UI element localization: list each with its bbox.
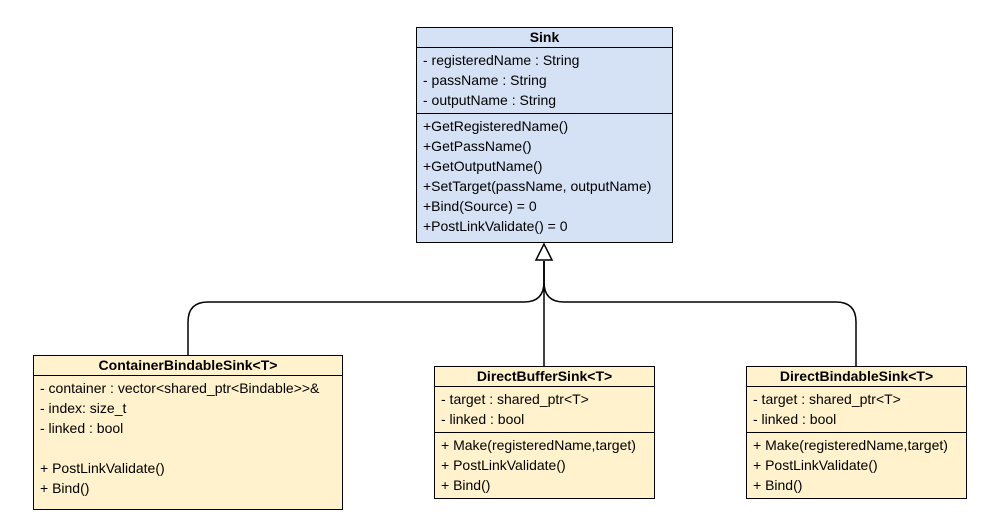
inheritance-line-bindable (543, 261, 857, 366)
attribute: - linked : bool (441, 411, 525, 427)
inheritance-arrowhead (534, 242, 554, 261)
class-title: Sink (417, 28, 672, 48)
attribute-list: - target : shared_ptr<T> - linked : bool (747, 387, 966, 432)
attribute: - target : shared_ptr<T> (441, 391, 589, 407)
class-direct-buffer-sink[interactable]: DirectBufferSink<T> - target : shared_pt… (434, 366, 655, 499)
method: + Make(registeredName,target) (441, 437, 636, 453)
method: + PostLinkValidate() (753, 457, 878, 473)
class-title: DirectBufferSink<T> (435, 367, 654, 387)
method: + PostLinkValidate() (40, 460, 165, 476)
class-direct-bindable-sink[interactable]: DirectBindableSink<T> - target : shared_… (746, 366, 967, 499)
inheritance-line-container (187, 261, 545, 356)
class-title: DirectBindableSink<T> (747, 367, 966, 387)
method: +GetPassName() (423, 138, 532, 154)
method: +GetOutputName() (423, 158, 543, 174)
method: + PostLinkValidate() (441, 457, 566, 473)
method-list: + Make(registeredName,target) + PostLink… (747, 432, 966, 498)
method: +Bind(Source) = 0 (423, 198, 537, 214)
class-sink[interactable]: Sink - registeredName : String - passNam… (416, 27, 673, 243)
method-list: + Make(registeredName,target) + PostLink… (435, 432, 654, 498)
blank-line (40, 438, 336, 458)
attribute: - linked : bool (753, 411, 837, 427)
attribute: - registeredName : String (423, 52, 580, 68)
method: +PostLinkValidate() = 0 (423, 218, 568, 234)
attribute: - container : vector<shared_ptr<Bindable… (40, 380, 320, 396)
attribute: - passName : String (423, 72, 547, 88)
class-title: ContainerBindableSink<T> (34, 356, 342, 376)
attribute-list: - container : vector<shared_ptr<Bindable… (34, 376, 342, 501)
attribute: - linked : bool (40, 420, 124, 436)
attribute: - index: size_t (40, 400, 127, 416)
method: +GetRegisteredName() (423, 118, 569, 134)
method: + Bind() (40, 480, 90, 496)
method: + Bind() (753, 477, 803, 493)
method: + Make(registeredName,target) (753, 437, 948, 453)
attribute-list: - target : shared_ptr<T> - linked : bool (435, 387, 654, 432)
attribute: - target : shared_ptr<T> (753, 391, 901, 407)
attribute: - outputName : String (423, 92, 557, 108)
method-list: +GetRegisteredName() +GetPassName() +Get… (417, 113, 672, 239)
class-container-bindable-sink[interactable]: ContainerBindableSink<T> - container : v… (33, 355, 343, 510)
method: + Bind() (441, 477, 491, 493)
attribute-list: - registeredName : String - passName : S… (417, 48, 672, 113)
method: +SetTarget(passName, outputName) (423, 178, 652, 194)
